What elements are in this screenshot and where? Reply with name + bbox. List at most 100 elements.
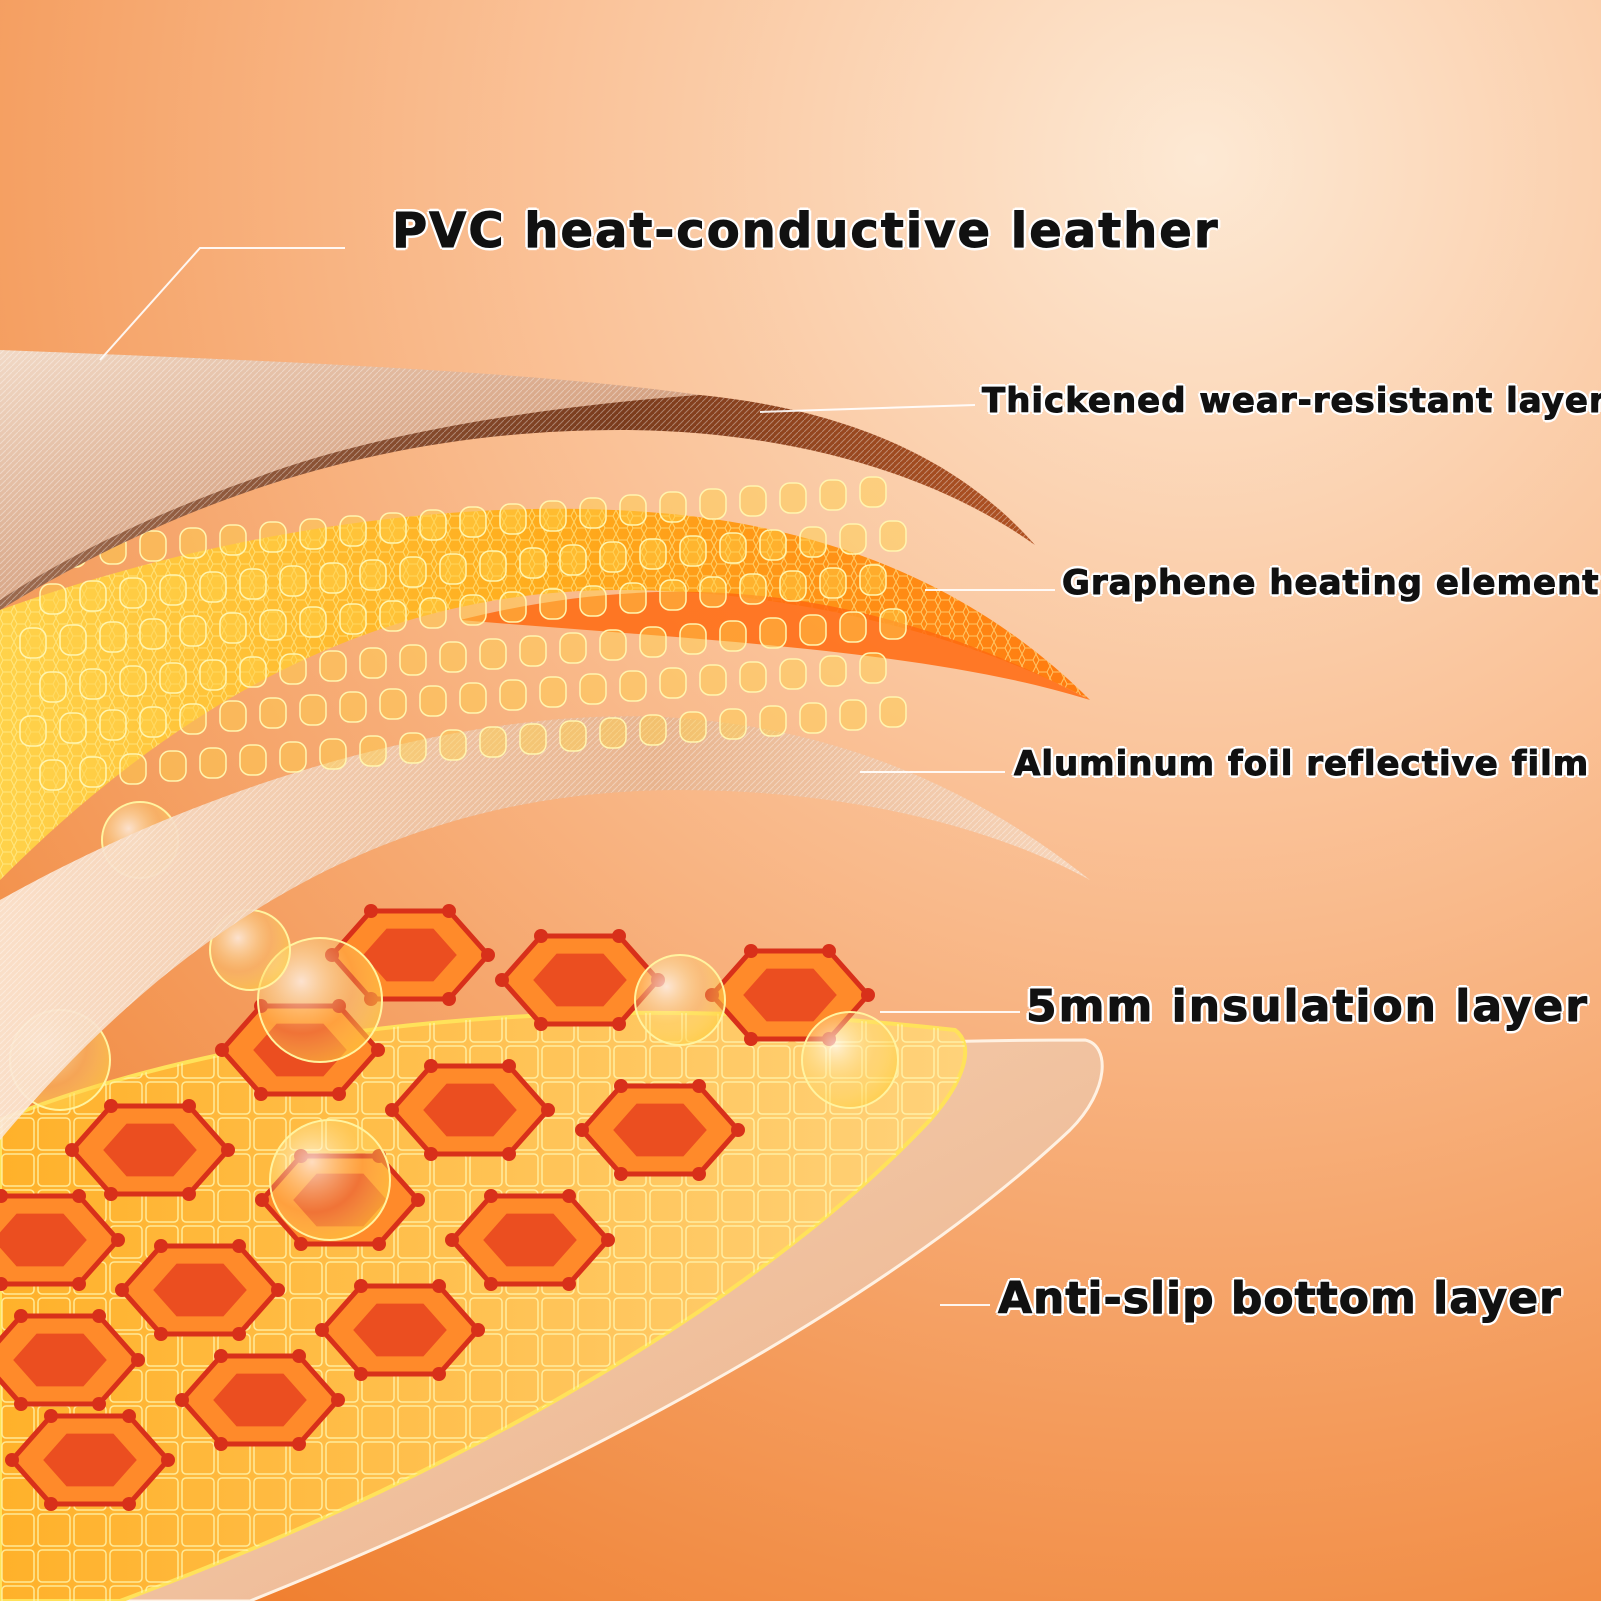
- graphene-cell: [139, 530, 167, 562]
- graphene-cell: [439, 641, 467, 673]
- heating-chip: [575, 1079, 745, 1181]
- graphene-cell: [879, 520, 907, 552]
- label-pvc-leather: PVC heat-conductive leather: [392, 203, 1220, 260]
- graphene-cell: [459, 682, 487, 714]
- graphene-cell: [699, 664, 727, 696]
- graphene-cell: [519, 547, 547, 579]
- heating-chip: [315, 1279, 485, 1381]
- graphene-cell: [219, 700, 247, 732]
- graphene-cell: [779, 570, 807, 602]
- graphene-cell: [619, 670, 647, 702]
- graphene-cell: [799, 614, 827, 646]
- graphene-cell: [419, 597, 447, 629]
- graphene-cell: [799, 702, 827, 734]
- graphene-cell: [199, 659, 227, 691]
- graphene-cell: [279, 653, 307, 685]
- graphene-cell: [239, 744, 267, 776]
- graphene-cell: [299, 694, 327, 726]
- graphene-cell: [819, 567, 847, 599]
- graphene-cell: [579, 673, 607, 705]
- graphene-cell: [319, 650, 347, 682]
- graphene-cell: [559, 632, 587, 664]
- graphene-cell: [859, 652, 887, 684]
- graphene-cell: [719, 620, 747, 652]
- graphene-cell: [359, 647, 387, 679]
- label-insulation-layer: 5mm insulation layer: [1026, 981, 1589, 1033]
- graphene-cell: [259, 521, 287, 553]
- graphene-cell: [79, 580, 107, 612]
- heating-chip: [5, 1409, 175, 1511]
- graphene-cell: [679, 623, 707, 655]
- heating-chip: [445, 1189, 615, 1291]
- graphene-heating-element: [0, 508, 1090, 880]
- bubble: [257, 937, 383, 1063]
- heating-chip: [115, 1239, 285, 1341]
- graphene-cell: [439, 729, 467, 761]
- graphene-cell: [119, 665, 147, 697]
- graphene-cell: [199, 747, 227, 779]
- graphene-cell: [619, 582, 647, 614]
- graphene-cell: [439, 553, 467, 585]
- graphene-cell: [119, 577, 147, 609]
- graphene-cell: [39, 759, 67, 791]
- graphene-cell: [519, 723, 547, 755]
- graphene-cell: [459, 506, 487, 538]
- graphene-cell: [719, 532, 747, 564]
- graphene-cell: [699, 488, 727, 520]
- graphene-cell: [479, 638, 507, 670]
- graphene-cell: [639, 538, 667, 570]
- graphene-cell: [39, 671, 67, 703]
- graphene-cell: [79, 668, 107, 700]
- graphene-cell: [219, 612, 247, 644]
- graphene-cell: [359, 735, 387, 767]
- graphene-cell: [459, 594, 487, 626]
- graphene-cell: [599, 541, 627, 573]
- graphene-cell: [539, 676, 567, 708]
- heating-chip: [0, 1309, 145, 1411]
- graphene-cell: [819, 655, 847, 687]
- graphene-cell: [179, 615, 207, 647]
- graphene-cell: [399, 556, 427, 588]
- graphene-cell: [99, 621, 127, 653]
- graphene-cell: [659, 491, 687, 523]
- graphene-cell: [859, 476, 887, 508]
- bubble: [269, 1119, 391, 1241]
- graphene-cell: [739, 573, 767, 605]
- graphene-cell: [799, 526, 827, 558]
- label-anti-slip-bottom: Anti-slip bottom layer: [998, 1273, 1562, 1325]
- graphene-cell: [319, 562, 347, 594]
- graphene-cell: [759, 617, 787, 649]
- graphene-cell: [499, 679, 527, 711]
- graphene-cell: [659, 667, 687, 699]
- graphene-cell: [559, 544, 587, 576]
- graphene-cell: [379, 688, 407, 720]
- graphene-cell: [239, 656, 267, 688]
- graphene-cell: [639, 714, 667, 746]
- graphene-cell: [879, 608, 907, 640]
- label-graphene-heating: Graphene heating element: [1062, 563, 1600, 604]
- heating-chip: [65, 1099, 235, 1201]
- graphene-cell: [239, 568, 267, 600]
- graphene-cell: [479, 726, 507, 758]
- leader-wear: [759, 404, 976, 413]
- leader-lines: [99, 247, 1055, 1306]
- graphene-cell: [559, 720, 587, 752]
- graphene-cell: [839, 699, 867, 731]
- label-aluminum-foil: Aluminum foil reflective film: [1013, 744, 1590, 785]
- graphene-cell: [59, 624, 87, 656]
- graphene-cell: [139, 706, 167, 738]
- label-wear-resistant-layer: Thickened wear-resistant layer: [982, 381, 1601, 422]
- graphene-cell: [819, 479, 847, 511]
- graphene-cell: [39, 583, 67, 615]
- graphene-cell: [599, 629, 627, 661]
- graphene-cell: [139, 618, 167, 650]
- graphene-cell: [59, 712, 87, 744]
- graphene-cell: [19, 715, 47, 747]
- graphene-cell: [739, 485, 767, 517]
- graphene-cell: [399, 732, 427, 764]
- graphene-cell: [539, 500, 567, 532]
- graphene-cell: [579, 497, 607, 529]
- graphene-cell: [679, 535, 707, 567]
- graphene-cell: [119, 753, 147, 785]
